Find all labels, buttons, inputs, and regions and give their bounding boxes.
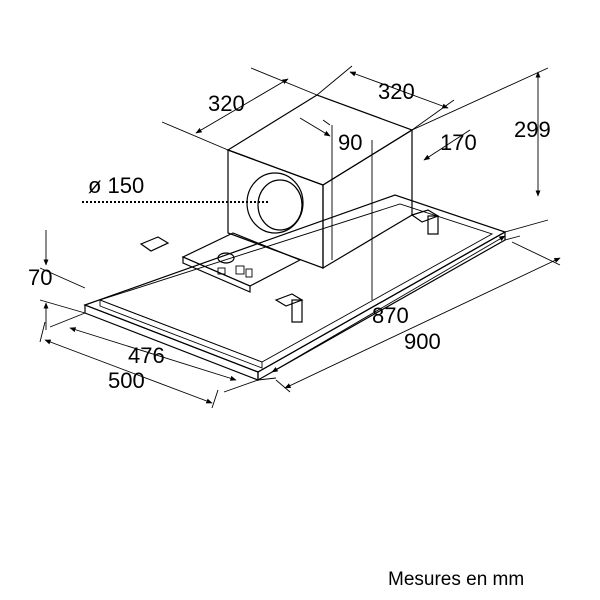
connector-icon	[245, 268, 253, 278]
dim-label-outer-width: 900	[404, 329, 441, 354]
dim-label-inner-width: 870	[372, 303, 409, 328]
units-caption: Mesures en mm	[388, 569, 524, 590]
dim-label-offset-90: 90	[338, 130, 362, 155]
dim-label-height: 299	[514, 117, 551, 142]
connector-icon	[235, 265, 245, 275]
duct-inner-ring	[257, 179, 303, 231]
control-unit-top	[181, 232, 302, 287]
bracket-icon	[427, 215, 439, 235]
bracket-icon	[139, 236, 170, 252]
housing-top	[226, 94, 414, 186]
dimension-labels: 320 320 299 90 170 ø 150 70 476 500 870 …	[28, 79, 551, 393]
connector-icon	[217, 267, 226, 275]
control-knob-icon	[217, 252, 235, 264]
dimension-lines	[39, 65, 561, 409]
dim-label-top-width: 320	[378, 79, 415, 104]
panel-inner-rim	[99, 299, 263, 369]
control-unit-front	[182, 256, 251, 293]
dim-label-frame-height: 70	[28, 265, 52, 290]
dim-label-outer-depth: 500	[108, 368, 145, 393]
dim-label-duct-diameter: ø 150	[88, 173, 144, 198]
housing-side	[322, 128, 413, 270]
dim-label-inner-depth: 476	[128, 343, 165, 368]
dim-label-top-depth: 320	[208, 91, 245, 116]
dim-label-offset-170: 170	[440, 130, 477, 155]
